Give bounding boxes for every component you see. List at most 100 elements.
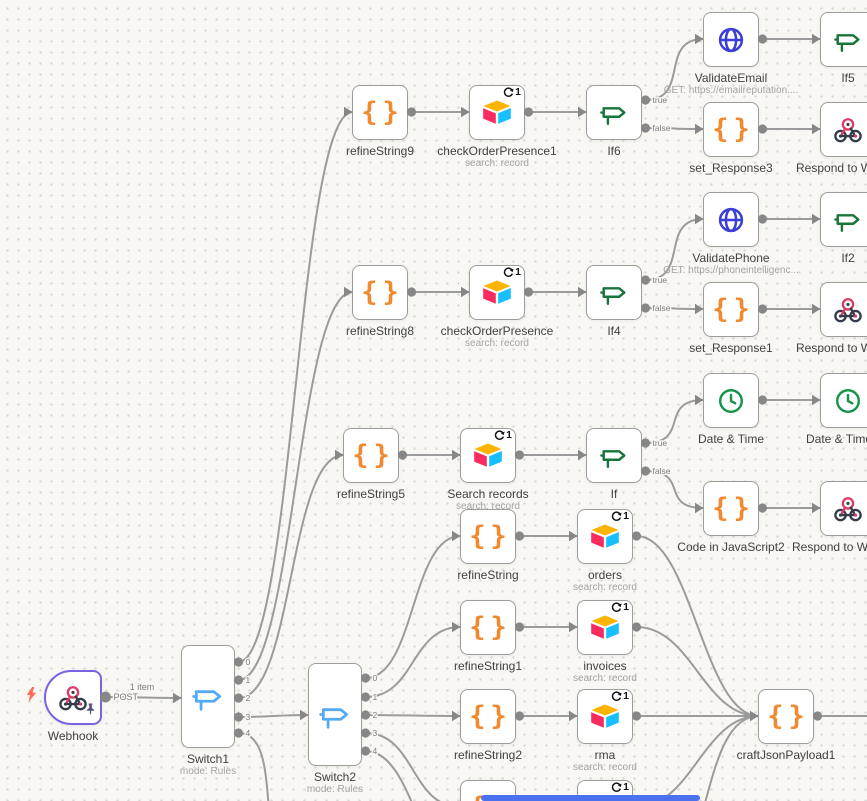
output-port[interactable] [640,438,651,448]
node-refineString5[interactable]: {} [343,428,399,483]
code-icon: {} [469,612,512,643]
output-port[interactable] [631,711,642,721]
node-respondToWebh[interactable] [820,481,867,536]
output-port[interactable] [523,107,534,117]
output-port-label: false [653,123,671,133]
output-port[interactable] [757,395,768,405]
node-sublabel: search: record [573,582,637,593]
webhook-icon [834,117,862,142]
output-port[interactable] [360,692,371,702]
connection-edge[interactable] [636,626,759,717]
node-refineString[interactable]: {} [460,509,516,564]
output-port[interactable] [757,34,768,44]
node-if2[interactable] [820,192,867,247]
node-refineString2[interactable]: {} [460,689,516,744]
node-respondToWel[interactable] [820,282,867,337]
output-port[interactable] [757,304,768,314]
output-port[interactable] [757,503,768,513]
connection-edge[interactable] [645,470,704,509]
loop-icon [611,781,622,792]
output-port[interactable] [640,95,651,105]
output-port[interactable] [640,303,651,313]
airtable-icon [474,443,502,467]
output-port[interactable] [233,712,244,722]
output-port[interactable] [360,746,371,756]
item-count-label: 1 item [130,682,155,692]
output-port[interactable] [360,710,371,720]
output-port[interactable] [233,675,244,685]
node-if[interactable] [586,428,642,483]
code-icon: {} [767,701,810,732]
output-port[interactable] [406,107,417,117]
node-orders[interactable]: 1 [577,509,633,564]
output-port[interactable] [523,287,534,297]
node-label: If6 [607,144,621,158]
node-label: Switch2 [313,770,357,784]
output-port[interactable] [397,450,408,460]
output-port[interactable] [757,214,768,224]
connection-edge[interactable] [365,535,461,679]
connection-edge[interactable] [238,714,309,718]
node-respondToWe[interactable] [820,102,867,157]
loop-count-badge: 1 [503,86,521,98]
output-port[interactable] [631,531,642,541]
connection-edge[interactable] [105,696,182,699]
output-port[interactable] [360,673,371,683]
node-label: If2 [841,251,855,265]
node-validateEmail[interactable] [703,12,759,67]
output-port[interactable] [640,275,651,285]
output-port[interactable] [360,728,371,738]
node-invoices[interactable]: 1 [577,600,633,655]
output-port[interactable] [233,728,244,738]
node-if4[interactable] [586,265,642,320]
connection-edge[interactable] [238,454,344,699]
connection-edge[interactable] [238,111,353,663]
node-refineString1[interactable]: {} [460,600,516,655]
code-icon: {} [361,277,404,308]
node-codeInJavaScript2[interactable]: {} [703,481,759,536]
output-port[interactable] [640,466,651,476]
loop-count-badge: 1 [503,266,521,278]
node-rma[interactable]: 1 [577,689,633,744]
if-signpost-icon [834,33,860,52]
node-dateTime1[interactable] [820,373,867,428]
node-craftJsonPayload1[interactable]: {} [758,689,814,744]
output-port[interactable] [514,622,525,632]
output-port[interactable] [233,657,244,667]
connection-edge[interactable] [365,732,461,801]
node-if5[interactable] [820,12,867,67]
node-label: If5 [841,71,855,85]
node-checkOrderPresence[interactable]: 1 [469,265,525,320]
node-dateTime[interactable] [703,373,759,428]
code-icon: {} [469,701,512,732]
node-if6[interactable] [586,85,642,140]
node-switch2[interactable] [308,663,362,766]
output-port[interactable] [514,450,525,460]
connection-edge[interactable] [238,732,299,801]
connection-edge[interactable] [238,291,353,681]
connection-edge[interactable] [365,626,461,698]
output-port[interactable] [406,287,417,297]
output-port[interactable] [812,711,823,721]
node-webhook[interactable] [44,670,102,725]
connection-edge[interactable] [645,307,704,310]
output-port[interactable] [514,711,525,721]
node-refineString9[interactable]: {} [352,85,408,140]
output-port[interactable] [631,622,642,632]
connection-edge[interactable] [645,399,704,444]
node-refineString8[interactable]: {} [352,265,408,320]
node-validatePhone[interactable] [703,192,759,247]
node-checkOrderPresence1[interactable]: 1 [469,85,525,140]
output-port[interactable] [514,531,525,541]
connection-edge[interactable] [645,127,704,130]
node-searchRecords[interactable]: 1 [460,428,516,483]
output-port[interactable] [640,123,651,133]
node-setResponse1[interactable]: {} [703,282,759,337]
node-switch1[interactable] [181,645,235,748]
output-port[interactable] [233,693,244,703]
connection-edge[interactable] [636,535,759,717]
node-setResponse3[interactable]: {} [703,102,759,157]
output-port[interactable] [757,124,768,134]
connection-edge[interactable] [365,714,461,717]
